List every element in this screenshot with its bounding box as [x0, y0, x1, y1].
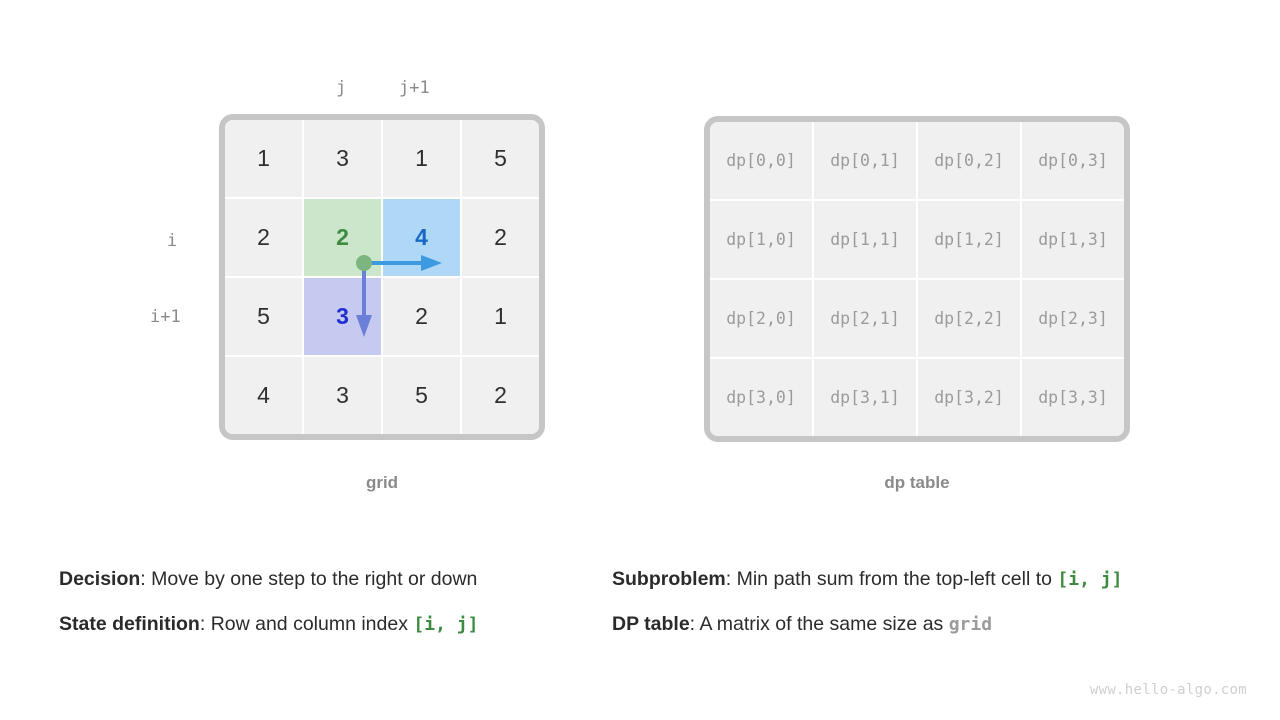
grid-matrix: 1 3 1 5 2 2 4 2 5 3 2 1 4 3 5 2 [219, 114, 545, 440]
grid-cell-value: 2 [494, 382, 507, 408]
grid-cell-value: 4 [415, 224, 428, 250]
note-dp-table-sep: : [689, 613, 700, 635]
grid-cell-value: 5 [257, 303, 270, 329]
note-subproblem: Subproblem: Min path sum from the top-le… [612, 557, 1122, 602]
column-index-label-j-plus-1: j+1 [399, 78, 430, 98]
notes-left-column: Decision: Move by one step to the right … [59, 557, 478, 647]
watermark: www.hello-algo.com [1089, 682, 1247, 698]
dp-cell-0-1[interactable]: dp[0,1] [814, 122, 916, 199]
grid-cell-0-3[interactable]: 5 [462, 120, 539, 197]
column-index-label-j: j [336, 78, 347, 98]
grid-cell-value: 2 [494, 224, 507, 250]
dp-cell-0-2[interactable]: dp[0,2] [918, 122, 1020, 199]
dp-cell-1-3[interactable]: dp[1,3] [1022, 201, 1124, 278]
grid-cell-value: 2 [336, 224, 349, 250]
note-decision-sep: : [140, 568, 152, 590]
grid-cell-0-0[interactable]: 1 [225, 120, 302, 197]
dp-cell-label: dp[1,0] [726, 230, 796, 249]
grid-cell-value: 1 [494, 303, 507, 329]
dp-cell-3-2[interactable]: dp[3,2] [918, 359, 1020, 436]
dp-cell-label: dp[0,1] [830, 151, 900, 170]
dp-cell-label: dp[0,0] [726, 151, 796, 170]
grid-cell-value: 4 [257, 382, 270, 408]
dp-cell-label: dp[1,2] [934, 230, 1004, 249]
grid-cell-value: 1 [415, 145, 428, 171]
dp-cell-1-1[interactable]: dp[1,1] [814, 201, 916, 278]
note-dp-table: DP table: A matrix of the same size as g… [612, 602, 1122, 647]
dp-cell-label: dp[1,1] [830, 230, 900, 249]
grid-cell-value: 2 [415, 303, 428, 329]
dp-cell-2-0[interactable]: dp[2,0] [710, 280, 812, 357]
grid-cell-value: 2 [257, 224, 270, 250]
grid-cell-3-3[interactable]: 2 [462, 357, 539, 434]
grid-cell-value: 3 [336, 145, 349, 171]
dp-cell-2-2[interactable]: dp[2,2] [918, 280, 1020, 357]
note-subproblem-code: [i, j] [1057, 569, 1123, 590]
grid-cell-value: 3 [336, 382, 349, 408]
dp-cell-label: dp[2,1] [830, 309, 900, 328]
dp-cell-label: dp[2,3] [1038, 309, 1108, 328]
grid-cell-3-2[interactable]: 5 [383, 357, 460, 434]
dp-matrix-cells: dp[0,0] dp[0,1] dp[0,2] dp[0,3] dp[1,0] … [710, 122, 1124, 436]
dp-cell-label: dp[1,3] [1038, 230, 1108, 249]
dp-cell-label: dp[0,2] [934, 151, 1004, 170]
dp-caption: dp table [884, 473, 950, 492]
dp-cell-label: dp[3,0] [726, 388, 796, 407]
dp-cell-label: dp[2,2] [934, 309, 1004, 328]
dp-cell-2-1[interactable]: dp[2,1] [814, 280, 916, 357]
dp-cell-1-2[interactable]: dp[1,2] [918, 201, 1020, 278]
dp-cell-1-0[interactable]: dp[1,0] [710, 201, 812, 278]
note-state-definition-code: [i, j] [413, 614, 479, 635]
dp-cell-3-3[interactable]: dp[3,3] [1022, 359, 1124, 436]
dp-cell-label: dp[0,3] [1038, 151, 1108, 170]
dp-cell-3-0[interactable]: dp[3,0] [710, 359, 812, 436]
grid-cell-1-3[interactable]: 2 [462, 199, 539, 276]
grid-cell-2-0[interactable]: 5 [225, 278, 302, 355]
note-subproblem-text: Min path sum from the top-left cell to [736, 568, 1058, 590]
grid-matrix-cells: 1 3 1 5 2 2 4 2 5 3 2 1 4 3 5 2 [225, 120, 539, 434]
grid-cell-0-2[interactable]: 1 [383, 120, 460, 197]
grid-cell-1-2[interactable]: 4 [383, 199, 460, 276]
note-dp-table-key: DP table [612, 613, 690, 635]
dp-cell-label: dp[2,0] [726, 309, 796, 328]
dp-cell-3-1[interactable]: dp[3,1] [814, 359, 916, 436]
grid-cell-value: 1 [257, 145, 270, 171]
grid-cell-2-2[interactable]: 2 [383, 278, 460, 355]
note-state-definition-text: Row and column index [210, 613, 414, 635]
note-dp-table-code: grid [948, 614, 993, 635]
note-subproblem-key: Subproblem [612, 568, 726, 590]
grid-caption: grid [365, 473, 399, 492]
dp-cell-label: dp[3,3] [1038, 388, 1108, 407]
grid-cell-3-0[interactable]: 4 [225, 357, 302, 434]
grid-cell-2-1[interactable]: 3 [304, 278, 381, 355]
note-decision-text: Move by one step to the right or down [151, 568, 478, 590]
note-state-definition-sep: : [199, 613, 211, 635]
grid-cell-1-0[interactable]: 2 [225, 199, 302, 276]
dp-cell-2-3[interactable]: dp[2,3] [1022, 280, 1124, 357]
note-decision-key: Decision [59, 568, 141, 590]
row-index-label-i-plus-1: i+1 [150, 307, 181, 327]
row-index-label-i: i [167, 231, 178, 251]
grid-cell-0-1[interactable]: 3 [304, 120, 381, 197]
grid-cell-value: 3 [336, 303, 349, 329]
dp-cell-label: dp[3,2] [934, 388, 1004, 407]
dp-cell-label: dp[3,1] [830, 388, 900, 407]
note-state-definition-key: State definition [59, 613, 200, 635]
note-subproblem-sep: : [725, 568, 737, 590]
dp-cell-0-0[interactable]: dp[0,0] [710, 122, 812, 199]
grid-cell-2-3[interactable]: 1 [462, 278, 539, 355]
grid-cell-1-1[interactable]: 2 [304, 199, 381, 276]
note-dp-table-text: A matrix of the same size as [699, 613, 949, 635]
note-state-definition: State definition: Row and column index [… [59, 602, 478, 647]
dp-cell-0-3[interactable]: dp[0,3] [1022, 122, 1124, 199]
note-decision: Decision: Move by one step to the right … [59, 557, 478, 602]
grid-cell-value: 5 [494, 145, 507, 171]
notes-right-column: Subproblem: Min path sum from the top-le… [612, 557, 1122, 647]
grid-cell-3-1[interactable]: 3 [304, 357, 381, 434]
dp-matrix: dp[0,0] dp[0,1] dp[0,2] dp[0,3] dp[1,0] … [704, 116, 1130, 442]
grid-cell-value: 5 [415, 382, 428, 408]
